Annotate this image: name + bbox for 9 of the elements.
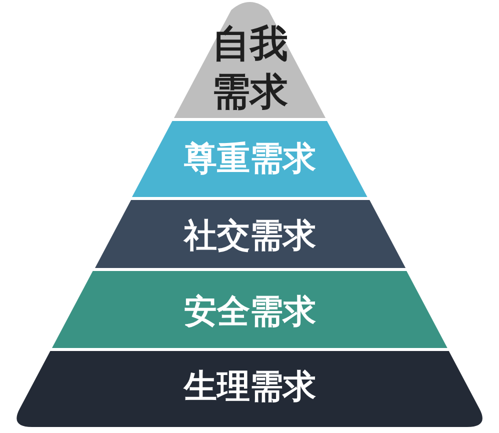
level-label: 生理需求 <box>184 365 316 407</box>
level-label: 尊重需求 <box>184 137 316 179</box>
level-label: 安全需求 <box>184 290 316 332</box>
pyramid-level <box>94 200 406 268</box>
pyramid-level <box>174 2 326 118</box>
pyramid-level <box>132 121 368 197</box>
pyramid-level <box>52 271 448 348</box>
level-label: 自我需求 <box>210 20 289 115</box>
level-label: 社交需求 <box>184 214 316 256</box>
